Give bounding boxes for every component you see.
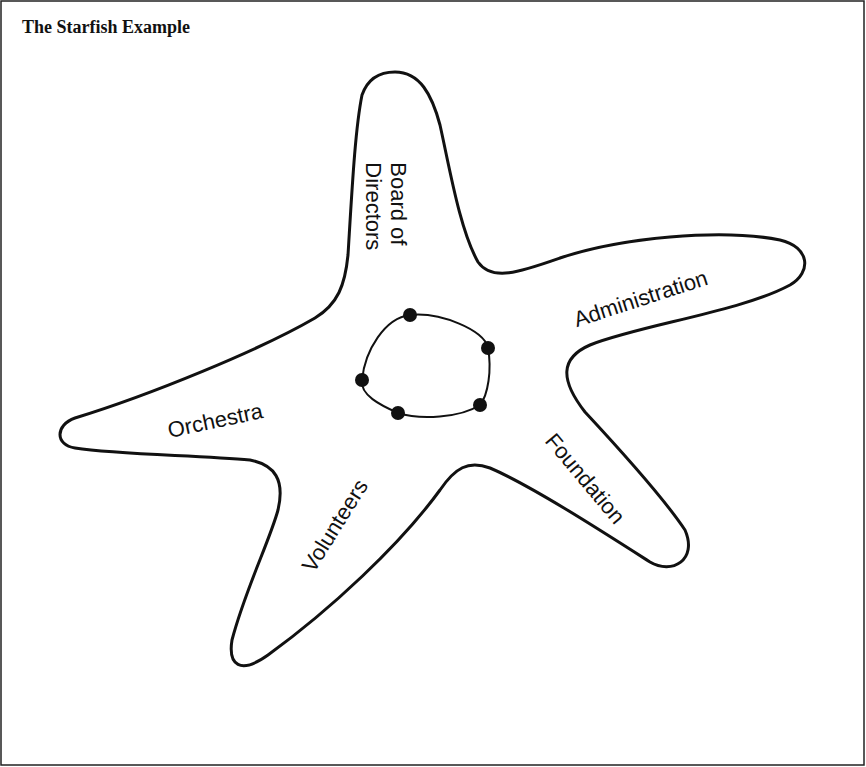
starfish-shape: Board of DirectorsAdministrationFoundati… xyxy=(50,65,820,685)
hub-dot xyxy=(355,373,369,387)
arm-label: Foundation xyxy=(540,428,630,529)
diagram-title: The Starfish Example xyxy=(22,17,190,38)
hub-loop xyxy=(362,315,490,417)
arm-label: Board of Directors xyxy=(361,162,412,262)
arm-label: Volunteers xyxy=(297,474,374,576)
starfish-outline xyxy=(60,72,805,666)
arm-label: Orchestra xyxy=(165,398,265,443)
arm-label: Administration xyxy=(570,265,710,332)
hub-dot xyxy=(403,308,417,322)
starfish-outline-svg xyxy=(50,65,820,685)
hub-dot xyxy=(473,398,487,412)
hub-dot xyxy=(391,406,405,420)
hub-dot xyxy=(481,341,495,355)
